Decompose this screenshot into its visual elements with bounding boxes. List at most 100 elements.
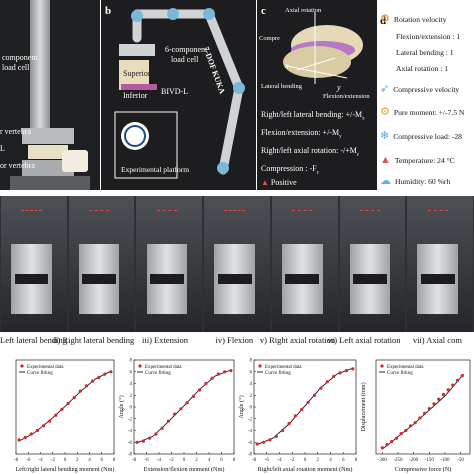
parameter-row: ⚙Rotation velocity <box>380 13 447 25</box>
experimental-point <box>29 432 33 436</box>
x-tick-label: 6 <box>101 458 104 463</box>
legend-fitting: Curve fitting <box>145 371 171 376</box>
warning-icon: ▲ <box>380 154 391 166</box>
experimental-point <box>432 402 436 406</box>
motion-photo <box>407 196 473 332</box>
experimental-point <box>455 378 460 382</box>
experimental-point <box>191 394 195 398</box>
x-tick-label: 6 <box>342 458 345 463</box>
plot-frame <box>375 359 471 455</box>
specimen <box>28 145 68 159</box>
parameter-row: ☁Humidity: 60 %rh <box>380 175 451 187</box>
y-tick-label: 4 <box>250 382 253 387</box>
parameter-row: Flexion/extension : 1 <box>396 32 461 41</box>
motion-caption: Left lateral bending <box>0 335 68 345</box>
motion-arrow <box>156 210 178 211</box>
load-cell-rod <box>30 0 50 130</box>
experimental-point <box>160 426 164 430</box>
x-tick-label: 0 <box>64 458 67 463</box>
experimental-point <box>332 374 336 379</box>
legend-marker-experimental <box>380 364 384 368</box>
y-tick-label: 0 <box>250 406 253 411</box>
inferior-label: Inferior <box>123 91 148 100</box>
experimental-point <box>223 370 227 374</box>
x-tick-label: -4 <box>38 458 43 463</box>
experimental-point <box>325 380 329 384</box>
x-axis-label: Left/right lateral bending moment (Nm) <box>16 466 115 473</box>
label-component: component <box>2 53 38 62</box>
robot-arm-drawing <box>114 8 245 179</box>
x-tick-label: 0 <box>183 458 186 463</box>
platform-label: Experimental platform <box>121 165 190 174</box>
curve-fitting-line <box>257 367 353 446</box>
motion-caption: iii) Extension <box>141 335 189 345</box>
y-axis-label: y <box>337 83 341 92</box>
experimental-point <box>229 369 233 373</box>
y-tick-label: -6 <box>248 441 253 446</box>
curve-fitting-line <box>136 369 232 444</box>
x-tick-label: 4 <box>88 458 91 463</box>
axial-rotation-label: Axial rotation <box>285 7 322 14</box>
legend-experimental: Experimental data <box>27 365 64 370</box>
convention-4: Compression : -Fz <box>261 164 319 176</box>
experimental-point <box>54 413 58 417</box>
experimental-point <box>427 407 431 411</box>
experimental-point <box>210 376 214 380</box>
x-axis-label: Compressive force (N) <box>395 466 452 473</box>
motion-photo <box>1 196 67 332</box>
motion-caption: ii) Right lateral bending <box>52 335 135 345</box>
parameter-row: ▲Temperature: 24 °C <box>380 154 455 166</box>
motion-photo <box>204 196 270 332</box>
experimental-point <box>48 419 52 423</box>
x-tick-label: -300 <box>378 458 388 463</box>
x-tick-label: 4 <box>208 458 211 463</box>
experimental-point <box>154 432 158 436</box>
x-tick-label: 0 <box>304 458 307 463</box>
legend-experimental: Experimental data <box>387 365 424 370</box>
motion-caption: vi) Left axial rotation <box>327 335 401 345</box>
y-tick-label: -2 <box>128 417 133 422</box>
experimental-point <box>460 374 464 378</box>
label-upper-vertebra: r vertebra <box>0 127 31 136</box>
lateral-bending-label: Lateral bending <box>261 83 302 90</box>
experimental-point <box>394 436 398 440</box>
experimental-point <box>293 414 297 418</box>
x-tick-label: 2 <box>76 458 79 463</box>
parameter-row: Axial rotation : 1 <box>396 64 449 73</box>
specimen <box>14 274 49 284</box>
experimental-point <box>166 419 170 423</box>
motion-arrow <box>427 210 448 211</box>
curve-fitting-line <box>18 370 112 442</box>
experimental-point <box>399 432 403 436</box>
bivd-label: BIVD-L <box>161 87 189 96</box>
specimen <box>217 274 252 284</box>
experimental-point <box>173 412 177 416</box>
experimental-point <box>103 372 107 376</box>
experimental-point <box>23 435 27 440</box>
spine-base <box>10 176 90 190</box>
x-tick-label: -4 <box>277 458 282 463</box>
experimental-point <box>17 438 21 442</box>
experimental-point <box>306 400 310 404</box>
experimental-point <box>135 440 139 444</box>
vertebra-axes-drawing <box>283 12 363 84</box>
experimental-point <box>148 436 152 440</box>
experimental-point <box>268 438 272 442</box>
fixture-bottom <box>22 160 74 176</box>
parameter-row: ⚙Pure moment: +/-7.5 N <box>380 106 465 118</box>
experimental-point <box>451 383 455 387</box>
experimental-point <box>385 443 389 447</box>
bivd-sample <box>62 150 88 172</box>
snowflake-icon: ❄ <box>380 130 390 142</box>
panel-d-letter: d <box>380 15 387 27</box>
x-tick-label: 4 <box>329 458 332 463</box>
experimental-point <box>72 396 76 400</box>
experimental-point <box>287 421 291 426</box>
x-tick-label: 8 <box>355 458 358 463</box>
y-axis-label: Displacement (mm) <box>360 382 367 431</box>
flexion-extension-label: Flexion/extension <box>323 93 370 100</box>
experimental-point <box>97 376 101 380</box>
label-load-cell: load cell <box>2 63 30 72</box>
experimental-point <box>390 439 394 444</box>
